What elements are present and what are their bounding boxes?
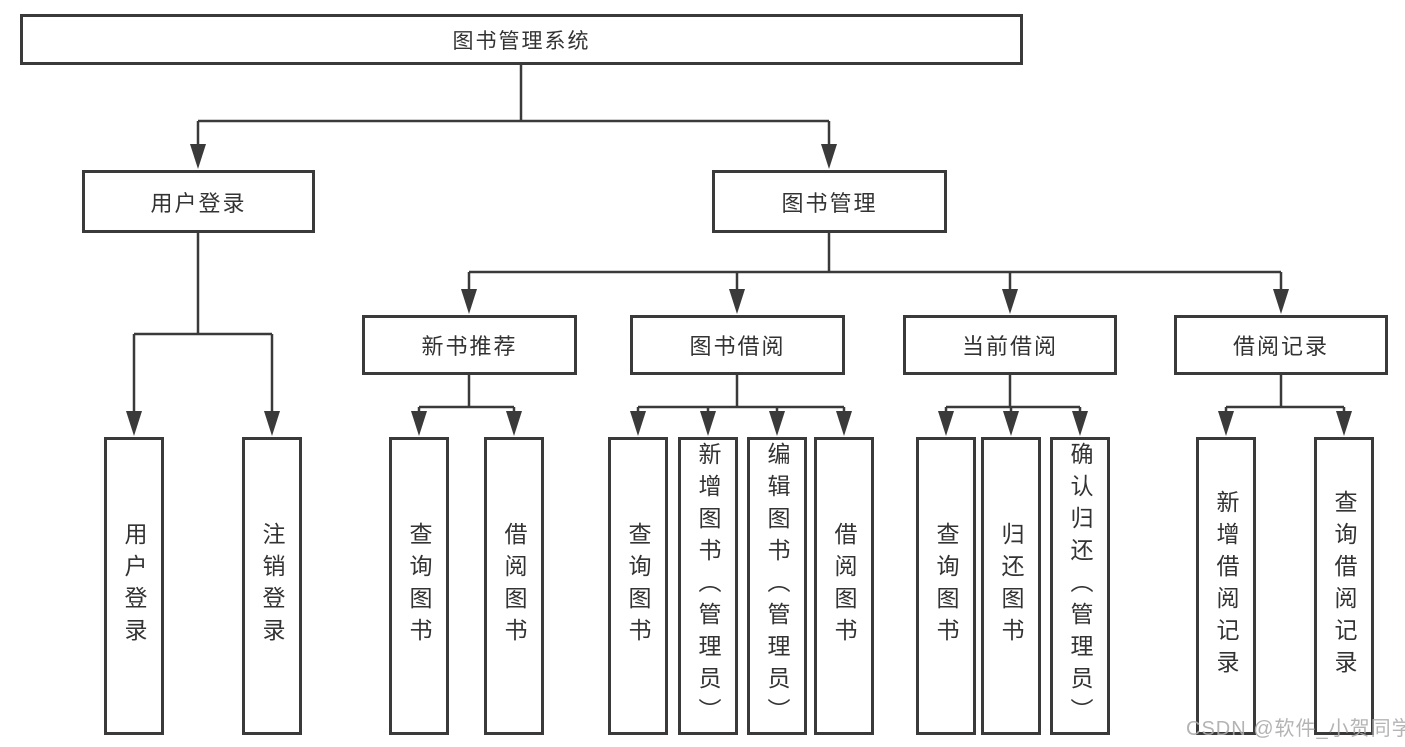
leaf-query-books-current: 查询图书 [916, 437, 976, 735]
leaf-query-borrow-record: 查询借阅记录 [1314, 437, 1374, 735]
leaf-query-books-borrowing: 查询图书 [608, 437, 668, 735]
leaf-return-books: 归还图书 [981, 437, 1041, 735]
node-new-book-recommendation: 新书推荐 [362, 315, 577, 375]
leaf-edit-books-admin: 编辑图书（管理员） [747, 437, 807, 735]
node-book-borrowing: 图书借阅 [630, 315, 845, 375]
node-current-borrowing: 当前借阅 [903, 315, 1117, 375]
leaf-query-books-recommend: 查询图书 [389, 437, 449, 735]
leaf-add-books-admin: 新增图书（管理员） [678, 437, 738, 735]
leaf-borrow-books-recommend: 借阅图书 [484, 437, 544, 735]
leaf-user-login: 用户登录 [104, 437, 164, 735]
leaf-logout-login: 注销登录 [242, 437, 302, 735]
watermark-text: CSDN @软件_小贺同学 [1186, 718, 1405, 740]
node-library-management-system: 图书管理系统 [20, 14, 1023, 65]
leaf-borrow-books-borrowing: 借阅图书 [814, 437, 874, 735]
node-book-management: 图书管理 [712, 170, 947, 233]
node-user-login: 用户登录 [82, 170, 315, 233]
node-borrowing-records: 借阅记录 [1174, 315, 1388, 375]
leaf-add-borrow-record: 新增借阅记录 [1196, 437, 1256, 735]
leaf-confirm-return-admin: 确认归还（管理员） [1050, 437, 1110, 735]
